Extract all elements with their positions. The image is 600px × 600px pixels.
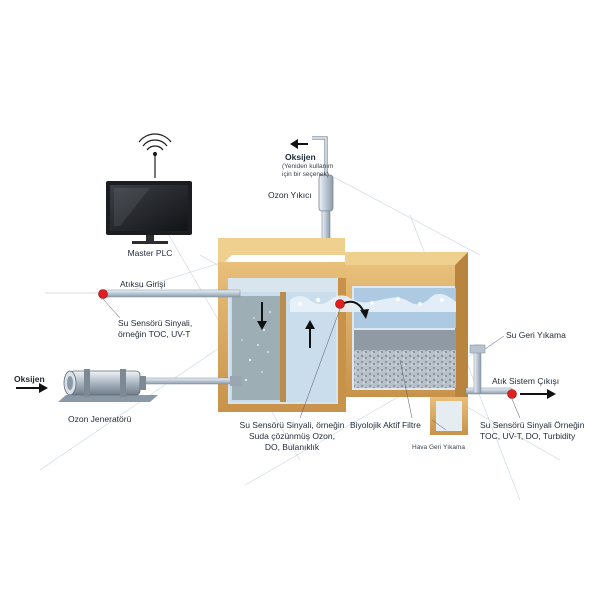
oksijen-top-sub2: için bir seçenek) <box>282 171 329 178</box>
atiksu-girisi-pipe <box>45 289 241 298</box>
sensor-mid-line3: DO, Bulanıklık <box>264 442 320 452</box>
antenna-icon <box>138 133 172 178</box>
oksijen-top-label: Oksijen <box>285 152 316 162</box>
sensor-right-line1: Su Sensörü Sinyali Örneğin <box>480 420 585 430</box>
ozone-generator-icon <box>58 369 158 402</box>
ozon-yikici-pipe <box>312 136 334 246</box>
arrow-icon <box>16 139 556 399</box>
biyolojik-aktif-filtre-label: Biyolojik Aktif Filtre <box>350 420 421 430</box>
atik-sistem-cikisi-label: Atık Sistem Çıkışı <box>492 376 560 386</box>
sensor-left-line1: Su Sensörü Sinyali, <box>118 318 193 328</box>
master-plc-monitor <box>106 133 192 244</box>
water-waves <box>298 296 445 306</box>
leader-lines <box>102 298 521 431</box>
hava-geri-yikama-label: Hava Geri Yıkama <box>412 444 465 451</box>
sensor-right-line2: TOC, UV-T, DO, Turbidity <box>480 431 576 441</box>
atiksu-girisi-label: Atıksu Girişi <box>120 279 166 289</box>
ozon-jeneratoru-label: Ozon Jeneratörü <box>68 414 132 424</box>
sensor-mid-line1: Su Sensörü Sinyali, örneğin <box>239 420 345 430</box>
sensor-dot-icon <box>98 289 517 399</box>
monitor-icon <box>106 181 192 244</box>
ozone-bubbles <box>241 311 271 381</box>
master-plc-label: Master PLC <box>127 248 173 258</box>
treatment-tank <box>218 238 468 435</box>
sensor-left-line2: örneğin TOC, UV-T <box>118 329 191 339</box>
ozon-yikici-label: Ozon Yıkıcı <box>268 190 312 200</box>
outlet-pipes <box>465 335 513 395</box>
oksijen-top-sub1: (Yeniden kullanım <box>282 163 334 170</box>
sensor-mid-line2: Suda çözünmüş Ozon, <box>249 431 335 441</box>
oksijen-left-label: Oksijen <box>14 374 45 384</box>
su-geri-yikama-label: Su Geri Yıkama <box>506 330 566 340</box>
